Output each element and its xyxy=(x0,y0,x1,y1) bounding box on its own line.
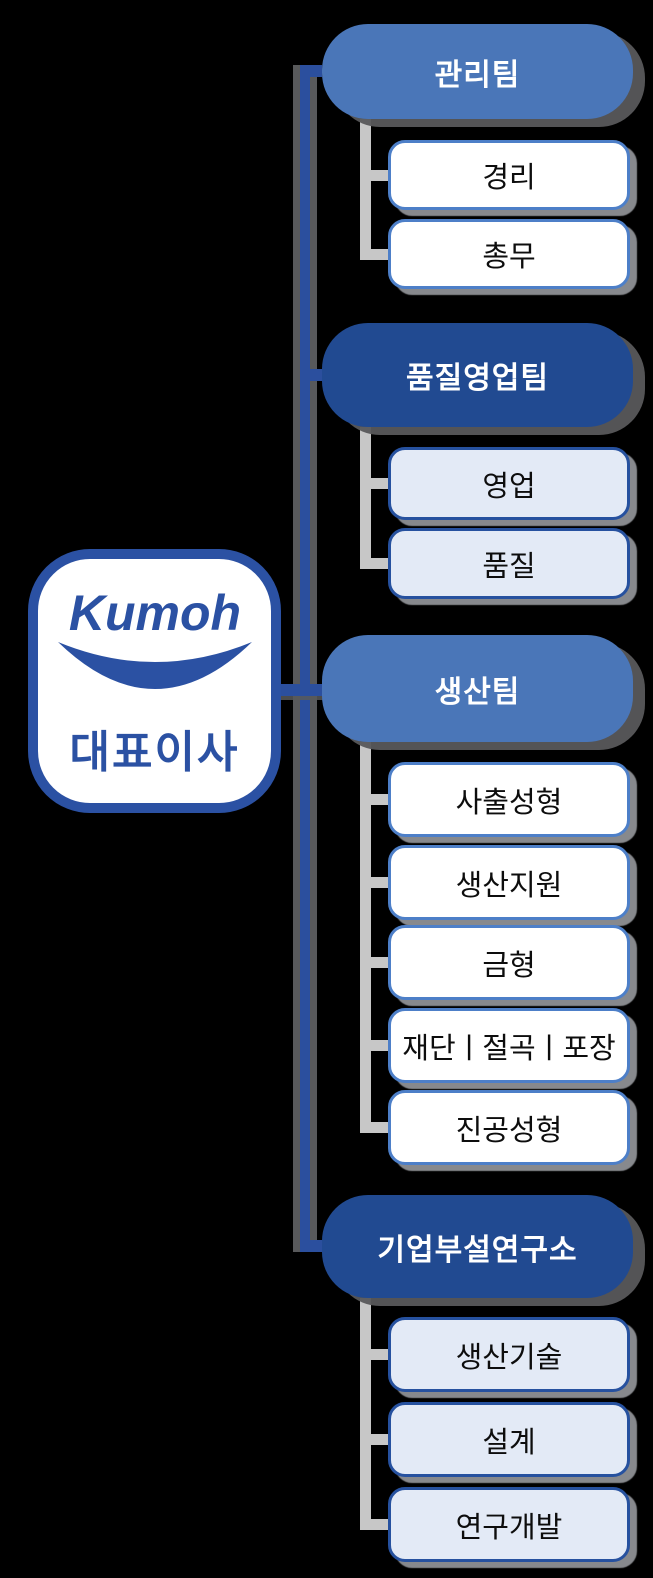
child-node: 연구개발 xyxy=(388,1487,630,1562)
connector-child-stub xyxy=(360,1122,390,1133)
child-node: 생산기술 xyxy=(388,1317,630,1392)
connector-children-team3 xyxy=(360,742,371,1133)
child-label: 설계 xyxy=(482,1426,536,1459)
team-label: 기업부설연구소 xyxy=(377,1233,578,1267)
child-label: 경리 xyxy=(482,162,536,194)
child-label: 총무 xyxy=(482,241,536,273)
child-label: 사출성형 xyxy=(455,786,563,819)
connector-child-stub xyxy=(360,478,390,489)
child-label: 품질 xyxy=(482,550,536,583)
connector-stub-team2 xyxy=(300,369,322,381)
child-node: 재단ㅣ절곡ㅣ포장 xyxy=(388,1008,630,1083)
child-node: 경리 xyxy=(388,140,630,210)
connector-child-stub xyxy=(360,170,390,181)
child-node: 품질 xyxy=(388,528,630,599)
connector-stub-team4 xyxy=(300,1240,322,1252)
connector-stub-team1 xyxy=(300,65,322,77)
child-label: 영업 xyxy=(482,470,536,503)
team-node-production: 생산팀 xyxy=(322,635,633,742)
team-node-management: 관리팀 xyxy=(322,24,633,119)
child-node: 생산지원 xyxy=(388,845,630,920)
child-label: 재단ㅣ절곡ㅣ포장 xyxy=(402,1032,616,1065)
team-label: 생산팀 xyxy=(434,675,521,709)
child-node: 금형 xyxy=(388,925,630,1000)
child-label: 진공성형 xyxy=(455,1114,563,1147)
connector-child-stub xyxy=(360,558,390,569)
connector-child-stub xyxy=(360,249,390,260)
child-label: 생산기술 xyxy=(455,1341,563,1374)
team-label: 품질영업팀 xyxy=(406,362,549,395)
connector-children-team4 xyxy=(360,1298,371,1530)
connector-child-stub xyxy=(360,877,390,888)
kumoh-logo-text: Kumoh xyxy=(68,585,240,641)
connector-child-stub xyxy=(360,794,390,805)
child-label: 연구개발 xyxy=(455,1511,563,1544)
team-node-quality-sales: 품질영업팀 xyxy=(322,323,633,427)
child-node: 설계 xyxy=(388,1402,630,1477)
connector-children-team1 xyxy=(360,119,371,260)
connector-child-stub xyxy=(360,1349,390,1360)
kumoh-swoosh-icon xyxy=(57,642,252,689)
child-label: 금형 xyxy=(482,949,536,982)
connector-child-stub xyxy=(360,1434,390,1445)
child-node: 진공성형 xyxy=(388,1090,630,1165)
connector-ceo-line xyxy=(275,684,322,696)
ceo-node: Kumoh 대표이사 xyxy=(28,549,281,813)
connector-child-stub xyxy=(360,1040,390,1051)
kumoh-logo: Kumoh xyxy=(57,585,252,689)
connector-children-team2 xyxy=(360,427,371,569)
connector-child-stub xyxy=(360,957,390,968)
connector-spine xyxy=(293,65,317,1252)
connector-child-stub xyxy=(360,1519,390,1530)
child-label: 생산지원 xyxy=(455,869,563,902)
child-node: 총무 xyxy=(388,219,630,289)
ceo-label: 대표이사 xyxy=(69,728,240,777)
team-node-research-institute: 기업부설연구소 xyxy=(322,1195,633,1298)
team-label: 관리팀 xyxy=(434,58,521,92)
child-node: 영업 xyxy=(388,447,630,520)
child-node: 사출성형 xyxy=(388,762,630,837)
